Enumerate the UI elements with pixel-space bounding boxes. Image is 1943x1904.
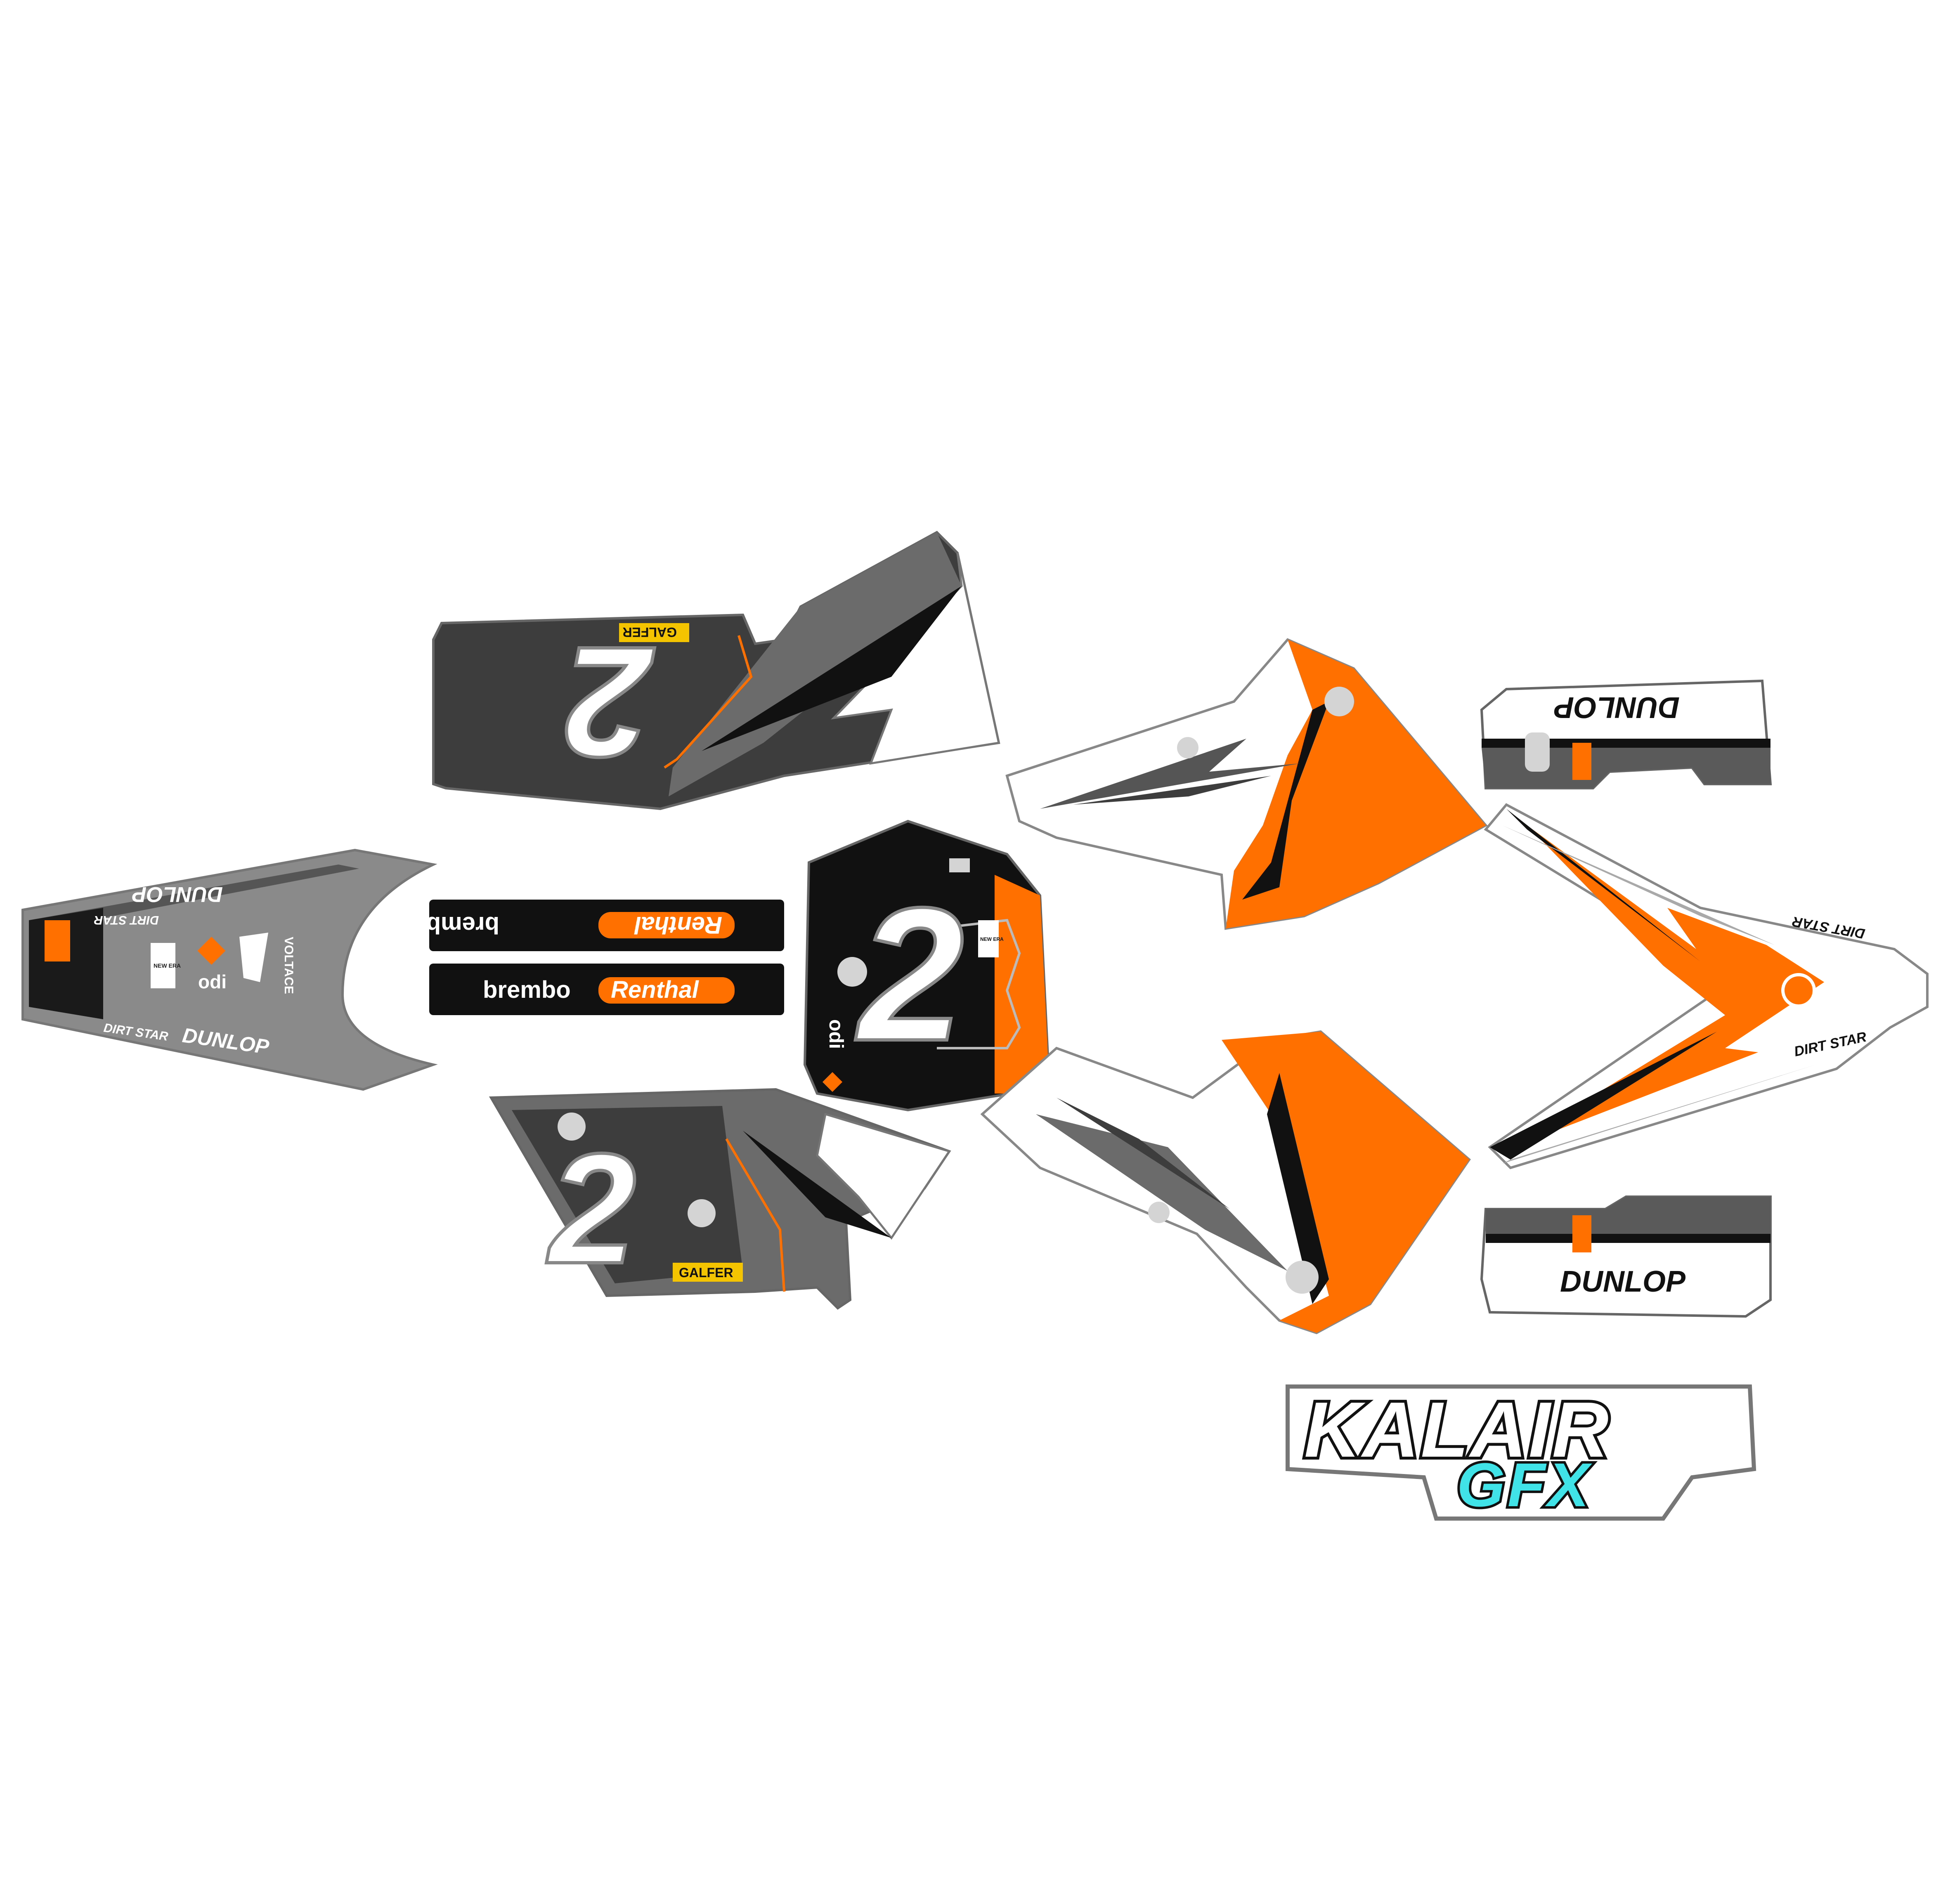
fork-strip-top-renthal: Renthal (633, 912, 722, 938)
side-panel-top-galfer: GALFER (622, 625, 677, 640)
number-plate-cutout-guide (936, 919, 1021, 1049)
radiator-shroud-bottom-decal (980, 1030, 1471, 1335)
fork-strip-bottom: brembo Renthal (429, 964, 784, 1015)
fork-guard-top-dunlop: DUNLOP (1554, 691, 1680, 724)
side-panel-bottom-decal: 2 GALFER (489, 1088, 951, 1310)
side-panel-bottom-galfer: GALFER (679, 1265, 733, 1280)
shroud-bottom-mount-hole-2 (1286, 1261, 1319, 1294)
shroud-top-mount-hole-1 (1324, 687, 1354, 716)
fork-strip-bottom-renthal-badge (598, 977, 735, 1004)
side-panel-top-decal: 2 GALFER (432, 531, 1000, 810)
radiator-shroud-top-decal (1005, 638, 1488, 930)
fork-strip-bottom-brembo: brembo (483, 976, 571, 1003)
fork-guard-bottom-badge (1572, 1215, 1591, 1252)
front-fender-k-badge[interactable] (1781, 973, 1816, 1008)
number-plate-odi-icon (822, 1072, 843, 1092)
kalair-gfx-logo: KALAIR GFX (1286, 1383, 1756, 1522)
fork-strip-top: brembo Renthal (411, 900, 784, 951)
fork-guard-bottom-dunlop: DUNLOP (1560, 1265, 1686, 1298)
side-panel-bottom-mount-hole-2 (688, 1199, 716, 1227)
side-panel-bottom-black-swoop (743, 1131, 891, 1238)
logo-line-kalair: KALAIR (1304, 1386, 1610, 1474)
shroud-top-gray-swoop-1 (1040, 739, 1300, 809)
fork-guard-bottom-black-band (1486, 1234, 1770, 1243)
fork-strip-bottom-renthal: Renthal (611, 976, 700, 1003)
number-plate-odi: odi (825, 1019, 847, 1049)
fork-guard-top-slot (1525, 732, 1550, 772)
rear-fender-odi: odi (198, 971, 227, 992)
rear-fender-sponsor-box-1 (151, 943, 175, 988)
rear-fender-stripe (29, 865, 359, 931)
shroud-bottom-black-edge (1267, 1073, 1329, 1304)
rear-fender-logo-mark (239, 933, 268, 982)
side-panel-top-galfer-badge (619, 623, 689, 642)
side-panel-bottom-orange-line (725, 1138, 785, 1292)
rear-fender-new-era: NEW ERA (154, 962, 181, 969)
shroud-bottom-mount-hole-1 (1148, 1202, 1170, 1223)
number-plate-orange-side (995, 875, 1048, 1094)
front-fender-decal: DIRT STAR DIRT STAR (1484, 803, 1929, 1169)
side-panel-top-orange-line (664, 635, 753, 769)
fork-guard-top-badge (1572, 743, 1591, 780)
rear-fender-dunlop-top: DUNLOP (132, 882, 223, 906)
fork-guard-top-decal: DUNLOP (1480, 679, 1772, 789)
shroud-top-black-edge (1242, 702, 1329, 900)
shroud-top-gray-swoop-2 (1073, 776, 1271, 805)
shroud-top-mount-hole-2 (1177, 737, 1198, 758)
number-plate-number: 2 (856, 869, 964, 1080)
front-fender-orange (1502, 825, 1824, 1151)
rear-fender-orange-badge (45, 920, 70, 961)
fork-guard-top-black-band (1482, 739, 1770, 748)
side-panel-bottom-dark-field (512, 1106, 743, 1283)
front-fender-black-edge (1490, 809, 1717, 1160)
rear-fender-voltace: VOLTACE (282, 937, 295, 994)
number-plate-new-era: NEW ERA (980, 936, 1004, 942)
number-plate-mount-hole (837, 957, 867, 987)
front-number-plate-decal: 2 odi NEW ERA (803, 820, 1050, 1112)
shroud-top-orange (1226, 640, 1486, 928)
rear-fender-dirtstar-top: DIRT STAR (94, 913, 159, 927)
fork-strip-top-brembo: brembo (411, 912, 499, 938)
number-plate-tab (949, 858, 970, 872)
shroud-bottom-gray-swoop-1 (1036, 1114, 1288, 1271)
side-panel-top-number: 2 (565, 614, 655, 790)
fork-guard-bottom-gray-band (1486, 1197, 1770, 1234)
side-panel-top-white-swoop (831, 553, 1000, 765)
logo-outline-shape (1286, 1384, 1756, 1521)
number-plate-new-era-badge (978, 920, 999, 957)
fork-guard-top-gray-band (1482, 748, 1770, 788)
rear-fender-odi-icon[interactable] (197, 937, 225, 965)
rear-fender-decal: DUNLOP DIRT STAR DIRT STAR DUNLOP NEW ER… (21, 848, 438, 1091)
shroud-bottom-gray-swoop-2 (1057, 1098, 1230, 1209)
fork-strip-top-renthal-badge (598, 912, 735, 938)
fork-guard-bottom-decal: DUNLOP (1480, 1195, 1772, 1318)
side-panel-top-black-swoop (702, 586, 962, 751)
side-panel-bottom-galfer-badge (673, 1263, 743, 1282)
logo-line-gfx: GFX (1457, 1450, 1592, 1519)
side-panel-bottom-mount-hole-1 (558, 1113, 586, 1141)
side-panel-bottom-number: 2 (546, 1121, 636, 1296)
